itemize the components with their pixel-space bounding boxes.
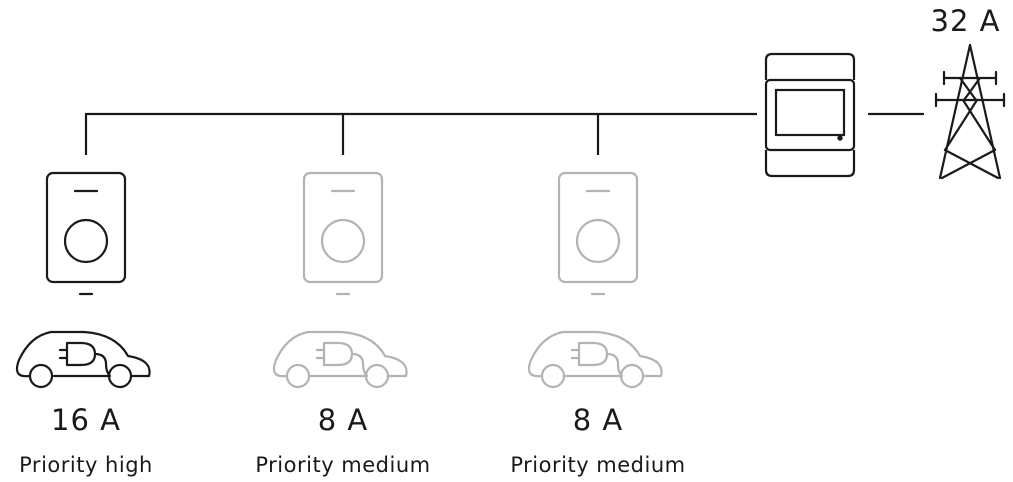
grid-current-label: 32 A: [930, 4, 1001, 38]
charger-priority-label: Priority medium: [255, 453, 431, 477]
wallbox-charger-icon: [45, 171, 127, 296]
bus-line: [84, 112, 924, 155]
wallbox-charger-icon: [557, 171, 639, 296]
charger-current-label: 16 A: [51, 403, 121, 437]
transmission-tower-icon: [934, 43, 1006, 180]
charger-current-label: 8 A: [317, 403, 369, 437]
energy-meter-icon: [764, 52, 856, 178]
electric-car-icon: [527, 330, 663, 389]
charger-current-label: 8 A: [572, 403, 624, 437]
electric-car-icon: [272, 330, 408, 389]
electric-car-icon: [15, 330, 151, 389]
wallbox-charger-icon: [302, 171, 384, 296]
charger-priority-label: Priority medium: [510, 453, 686, 477]
charger-priority-label: Priority high: [19, 453, 153, 477]
